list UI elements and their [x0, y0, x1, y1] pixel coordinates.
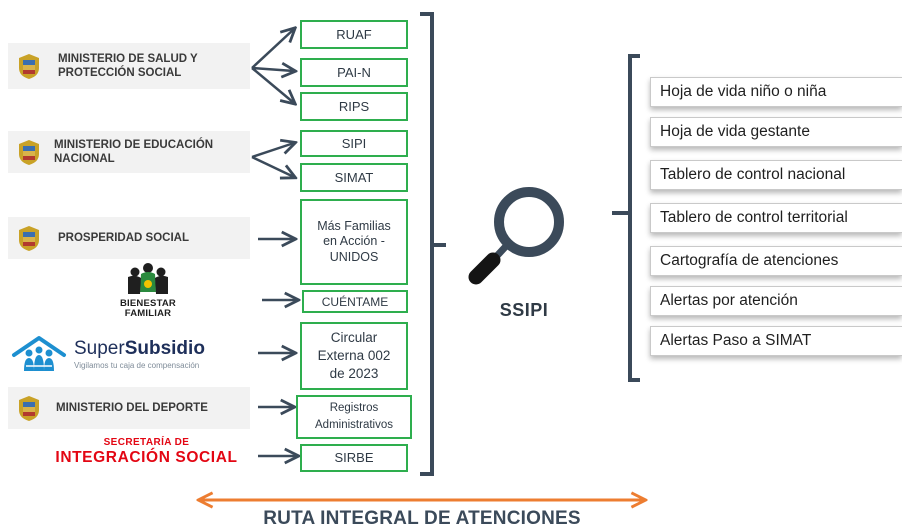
- entity-name: BIENESTAR FAMILIAR: [120, 298, 176, 319]
- colombia-crest-icon: [19, 396, 39, 421]
- entity-supersubsidio: SuperSubsidio Vigilamos tu caja de compe…: [10, 333, 255, 377]
- system-ruaf: RUAF: [300, 20, 408, 49]
- bienestar-familiar-logo-icon: [128, 263, 168, 294]
- output-item: Alertas Paso a SIMAT: [650, 326, 902, 356]
- system-label: SIPI: [341, 135, 367, 151]
- system-pai-n: PAI-N: [300, 58, 408, 87]
- system-circular-externa: Circular Externa 002 de 2023: [300, 322, 408, 390]
- system-label: Registros Administrativos: [315, 402, 393, 431]
- output-label: Hoja de vida niño o niña: [660, 83, 827, 100]
- supersubsidio-tagline: Vigilamos tu caja de compensación: [74, 361, 200, 370]
- center-label: SSIPI: [499, 300, 549, 320]
- footer-label: RUTA INTEGRAL DE ATENCIONES: [263, 508, 581, 529]
- entity-name: MINISTERIO DEL DEPORTE: [56, 402, 208, 414]
- supersubsidio-logo-icon: [12, 336, 66, 371]
- output-label: Cartografía de atenciones: [660, 252, 839, 269]
- system-rips: RIPS: [300, 92, 408, 121]
- output-item: Cartografía de atenciones: [650, 246, 902, 276]
- system-cuentame: CUÉNTAME: [302, 290, 408, 313]
- magnifier-icon: [468, 187, 564, 285]
- entity-name-line2: INTEGRACIÓN SOCIAL: [55, 449, 238, 466]
- output-label: Hoja de vida gestante: [660, 123, 810, 140]
- system-registros-administrativos: Registros Administrativos: [296, 395, 412, 439]
- entity-name: MINISTERIO DE SALUD Y PROTECCIÓN SOCIAL: [58, 53, 198, 79]
- output-label: Tablero de control nacional: [660, 166, 846, 183]
- entity-name-line1: SECRETARÍA DE: [103, 437, 190, 448]
- entity-name: PROSPERIDAD SOCIAL: [58, 232, 189, 244]
- system-sirbe: SIRBE: [300, 444, 408, 472]
- outputs-bracket: [612, 54, 640, 382]
- system-label: Más Familias en Acción - UNIDOS: [317, 218, 391, 264]
- entity-mineducacion: MINISTERIO DE EDUCACIÓN NACIONAL: [8, 131, 250, 173]
- output-item: Tablero de control territorial: [650, 203, 902, 233]
- system-sipi: SIPI: [300, 130, 408, 157]
- system-label: SIRBE: [334, 450, 374, 465]
- output-label: Alertas Paso a SIMAT: [660, 332, 812, 349]
- entity-bienestar-familiar: BIENESTAR FAMILIAR: [108, 262, 188, 326]
- system-label: RIPS: [338, 98, 370, 114]
- output-item: Hoja de vida niño o niña: [650, 77, 902, 107]
- entity-minsalud: MINISTERIO DE SALUD Y PROTECCIÓN SOCIAL: [8, 43, 250, 89]
- system-label: SIMAT: [334, 169, 374, 185]
- entity-mindeporte: MINISTERIO DEL DEPORTE: [8, 387, 250, 429]
- system-label: RUAF: [336, 26, 372, 42]
- supersubsidio-prefix: Super: [74, 338, 125, 359]
- supersubsidio-wordmark: SuperSubsidio: [74, 338, 205, 360]
- colombia-crest-icon: [19, 226, 39, 251]
- system-label: CUÉNTAME: [321, 294, 389, 309]
- system-simat: SIMAT: [300, 163, 408, 192]
- system-mas-familias: Más Familias en Acción - UNIDOS: [300, 199, 408, 285]
- system-label: PAI-N: [337, 64, 371, 80]
- entity-name: MINISTERIO DE EDUCACIÓN NACIONAL: [54, 139, 214, 165]
- colombia-crest-icon: [19, 54, 39, 79]
- system-label: Circular Externa 002 de 2023: [317, 330, 391, 381]
- output-item: Hoja de vida gestante: [650, 117, 902, 147]
- entity-arrows: [251, 29, 297, 456]
- entity-integracion-social: SECRETARÍA DE INTEGRACIÓN SOCIAL: [44, 437, 249, 471]
- systems-bracket: [420, 12, 446, 476]
- output-label: Alertas por atención: [660, 292, 798, 309]
- output-label: Tablero de control territorial: [660, 209, 848, 226]
- colombia-crest-icon: [19, 140, 39, 165]
- output-item: Alertas por atención: [650, 286, 902, 316]
- output-item: Tablero de control nacional: [650, 160, 902, 190]
- supersubsidio-bold: Subsidio: [124, 338, 205, 359]
- entity-prosperidad-social: PROSPERIDAD SOCIAL: [8, 217, 250, 259]
